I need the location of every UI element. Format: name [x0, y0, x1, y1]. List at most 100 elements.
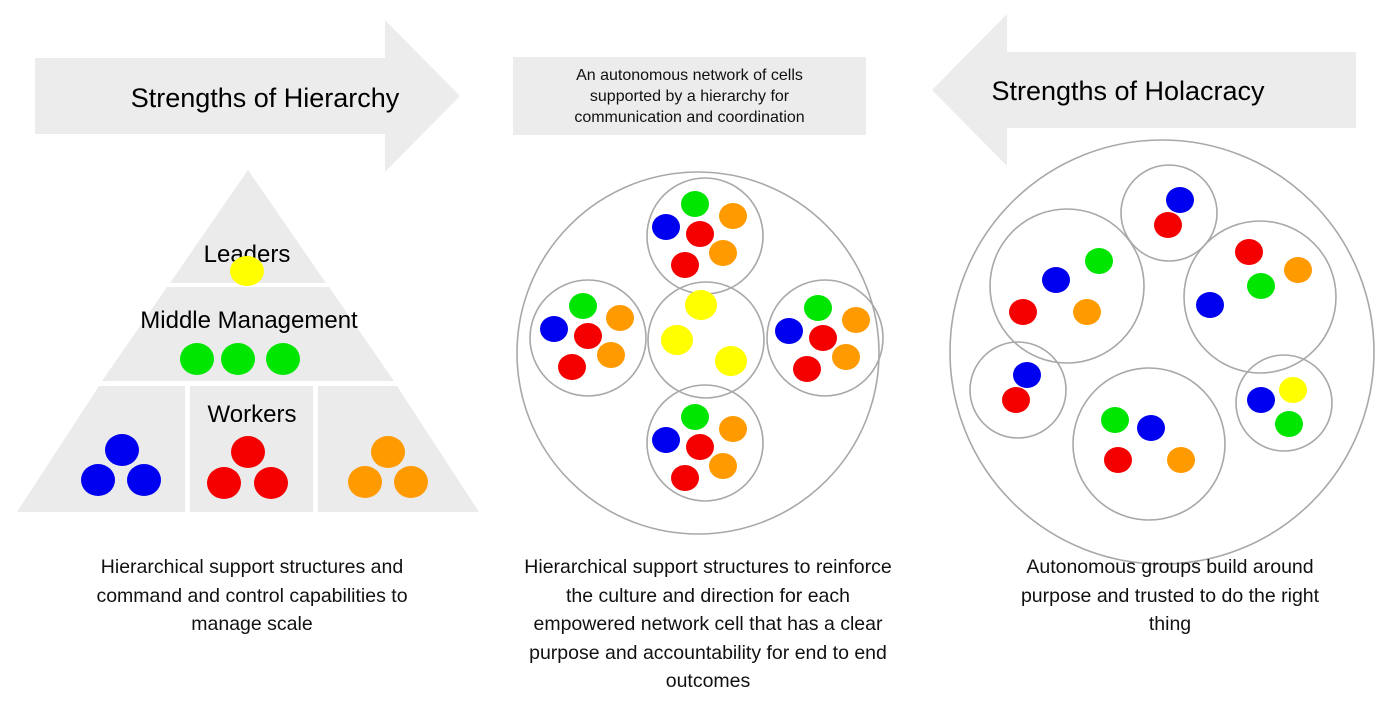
- red-dot: [809, 325, 837, 351]
- network-cell-left: [529, 279, 647, 397]
- blue-dot: [652, 214, 680, 240]
- yellow-dot: [715, 346, 747, 376]
- green-dot: [681, 404, 709, 430]
- red-dot: [1009, 299, 1037, 325]
- workers-orange-dots: [348, 436, 428, 498]
- green-dot: [1085, 248, 1113, 274]
- hierarchy-caption: Hierarchical support structures and comm…: [57, 553, 447, 639]
- pyramid-middle-tier: [102, 287, 394, 381]
- yellow-dot: [661, 325, 693, 355]
- middle-management-label: Middle Management: [140, 307, 358, 334]
- green-dot: [266, 343, 300, 375]
- network-cell-left-dots: [540, 293, 634, 380]
- green-dot: [1247, 273, 1275, 299]
- blue-dot: [1247, 387, 1275, 413]
- network-description-line: communication and coordination: [574, 109, 805, 126]
- green-dot: [180, 343, 214, 375]
- orange-dot: [597, 342, 625, 368]
- blue-dot: [775, 318, 803, 344]
- holacracy-arrow: [932, 14, 1356, 166]
- pyramid-leaders-tier: [170, 170, 326, 283]
- holacracy-group-upper-left-dots: [1009, 248, 1113, 325]
- orange-dot: [719, 203, 747, 229]
- holacracy-group-top-dots: [1154, 187, 1194, 238]
- red-dot: [558, 354, 586, 380]
- network-cell-center: [647, 281, 765, 399]
- blue-dot: [540, 316, 568, 342]
- blue-dot: [1166, 187, 1194, 213]
- holacracy-arrow-label: Strengths of Holacracy: [991, 76, 1265, 106]
- middle-management-dots: [180, 343, 300, 375]
- holacracy-group-upper-left: [989, 208, 1145, 364]
- red-dot: [207, 467, 241, 499]
- holacracy-group-lower-right-dots: [1247, 377, 1307, 437]
- holacracy-group-bottom-center: [1072, 367, 1226, 521]
- green-dot: [804, 295, 832, 321]
- network-cell-center-dots: [661, 290, 747, 376]
- yellow-dot: [230, 256, 264, 286]
- caption-line: purpose and trusted to do the right: [1020, 584, 1320, 607]
- green-dot: [569, 293, 597, 319]
- network-caption: Hierarchical support structures to reinf…: [493, 553, 923, 696]
- red-dot: [686, 434, 714, 460]
- green-dot: [1275, 411, 1303, 437]
- orange-dot: [1284, 257, 1312, 283]
- orange-dot: [719, 416, 747, 442]
- blue-dot: [127, 464, 161, 496]
- red-dot: [1154, 212, 1182, 238]
- yellow-dot: [1279, 377, 1307, 403]
- orange-dot: [709, 240, 737, 266]
- red-dot: [686, 221, 714, 247]
- network-cell-right-dots: [775, 295, 870, 382]
- workers-red-dots: [207, 436, 288, 499]
- blue-dot: [1042, 267, 1070, 293]
- network-cell-bottom: [646, 384, 764, 502]
- caption-line: Autonomous groups build around: [1026, 556, 1314, 578]
- orange-dot: [606, 305, 634, 331]
- network-description-box: An autonomous network of cells supported…: [513, 57, 866, 135]
- network-cell-bottom-dots: [652, 404, 747, 491]
- orange-dot: [348, 466, 382, 498]
- orange-dot: [371, 436, 405, 468]
- green-dot: [221, 343, 255, 375]
- caption-line: outcomes: [665, 670, 751, 692]
- orange-dot: [394, 466, 428, 498]
- holacracy-group-middle-left-dots: [1002, 362, 1041, 413]
- blue-dot: [1137, 415, 1165, 441]
- red-dot: [793, 356, 821, 382]
- blue-dot: [1013, 362, 1041, 388]
- green-dot: [1101, 407, 1129, 433]
- network-cell-right: [766, 279, 884, 397]
- workers-label: Workers: [208, 401, 297, 428]
- red-dot: [231, 436, 265, 468]
- network-cell-top-dots: [652, 191, 747, 278]
- holacracy-group-top: [1120, 164, 1218, 262]
- holacracy-caption: Autonomous groups build around purpose a…: [985, 553, 1355, 639]
- orange-dot: [709, 453, 737, 479]
- leaders-dot: [230, 256, 264, 286]
- workers-blue-dots: [81, 434, 161, 496]
- holacracy-outer-circle: [949, 139, 1375, 565]
- hierarchy-arrow-label: Strengths of Hierarchy: [131, 83, 400, 113]
- orange-dot: [1073, 299, 1101, 325]
- blue-dot: [652, 427, 680, 453]
- caption-line: Hierarchical support structures and: [100, 556, 404, 578]
- blue-dot: [105, 434, 139, 466]
- orange-dot: [1167, 447, 1195, 473]
- caption-line: manage scale: [191, 613, 313, 635]
- network-description-line: supported by a hierarchy for: [589, 88, 790, 105]
- holacracy-group-bottom-center-dots: [1101, 407, 1195, 473]
- caption-line: thing: [1148, 613, 1192, 635]
- green-dot: [681, 191, 709, 217]
- yellow-dot: [685, 290, 717, 320]
- network-outer-circle: [516, 171, 880, 535]
- red-dot: [1002, 387, 1030, 413]
- orange-dot: [842, 307, 870, 333]
- caption-line: the culture and direction for each: [565, 584, 850, 607]
- red-dot: [254, 467, 288, 499]
- holacracy-group-lower-right: [1235, 354, 1333, 452]
- holacracy-group-middle-left: [969, 341, 1067, 439]
- hierarchy-arrow: [35, 20, 460, 172]
- red-dot: [671, 252, 699, 278]
